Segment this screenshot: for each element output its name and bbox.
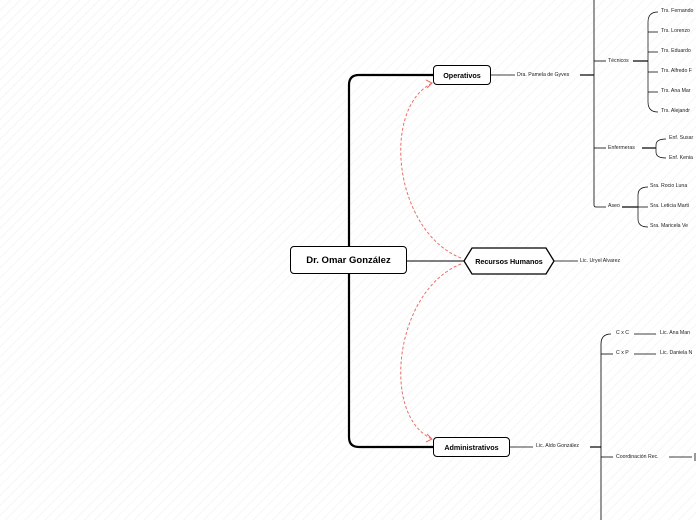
tecnicos-fan bbox=[647, 11, 659, 113]
administrativos-bracket bbox=[600, 333, 612, 520]
operativos-head-label[interactable]: Dra. Pamela de Gyves bbox=[517, 72, 570, 78]
enfermeras-label[interactable]: Enfermeras bbox=[608, 145, 635, 151]
rrhh-node[interactable]: Recursos Humanos bbox=[475, 256, 543, 266]
administrativos-head-label[interactable]: Lic. Aldo González bbox=[536, 443, 579, 449]
cxc-label[interactable]: C x C bbox=[616, 330, 629, 336]
aseo-item-2[interactable]: Sra. Leticia Marti bbox=[650, 203, 689, 209]
aseo-label[interactable]: Aseo bbox=[608, 203, 620, 209]
tecnicos-item-5[interactable]: Trs. Ana Mar bbox=[661, 88, 691, 94]
aseo-item-3[interactable]: Sra. Maricela Ve bbox=[650, 223, 689, 229]
aseo-item-1[interactable]: Sra. Rocio Luna bbox=[650, 183, 688, 189]
coordinacion-label[interactable]: Coordinación Rec. bbox=[616, 454, 659, 460]
rrhh-head-label[interactable]: Lic. Uryel Alvarez bbox=[580, 258, 621, 264]
aseo-fan bbox=[637, 186, 649, 228]
bracket-to-aseo bbox=[593, 204, 606, 208]
operativos-node[interactable]: Operativos bbox=[433, 65, 491, 85]
relation-curve-operativos bbox=[400, 82, 462, 259]
enfermeras-item-2[interactable]: Enf. Kenia bbox=[669, 155, 693, 161]
rrhh-node-shape bbox=[463, 247, 555, 275]
relation-curve-administrativos bbox=[400, 263, 462, 440]
tecnicos-item-2[interactable]: Trs. Lorenzo bbox=[661, 28, 690, 34]
tecnicos-item-6[interactable]: Trs. Alejandr bbox=[661, 108, 690, 114]
relation-arrow-operativos bbox=[425, 79, 433, 89]
cxp-label[interactable]: C x P bbox=[616, 350, 629, 356]
tecnicos-item-4[interactable]: Trs. Alfredo F bbox=[661, 68, 692, 74]
administrativos-node[interactable]: Administrativos bbox=[433, 437, 510, 457]
tecnicos-item-1[interactable]: Trs. Fernando bbox=[661, 8, 694, 14]
tecnicos-item-3[interactable]: Trs. Eduardo bbox=[661, 48, 691, 54]
relation-arrow-administrativos bbox=[425, 433, 433, 443]
cxp-item[interactable]: Lic. Daniela N bbox=[660, 350, 693, 356]
enfermeras-item-1[interactable]: Enf. Susar bbox=[669, 135, 694, 141]
enfermeras-fan bbox=[655, 138, 667, 159]
root-node[interactable]: Dr. Omar González bbox=[290, 246, 407, 274]
cxc-item[interactable]: Lic. Ana Man bbox=[660, 330, 690, 336]
tecnicos-label[interactable]: Técnicos bbox=[608, 58, 629, 64]
root-connector-administrativos bbox=[347, 274, 433, 449]
root-connector-operativos bbox=[347, 73, 433, 246]
